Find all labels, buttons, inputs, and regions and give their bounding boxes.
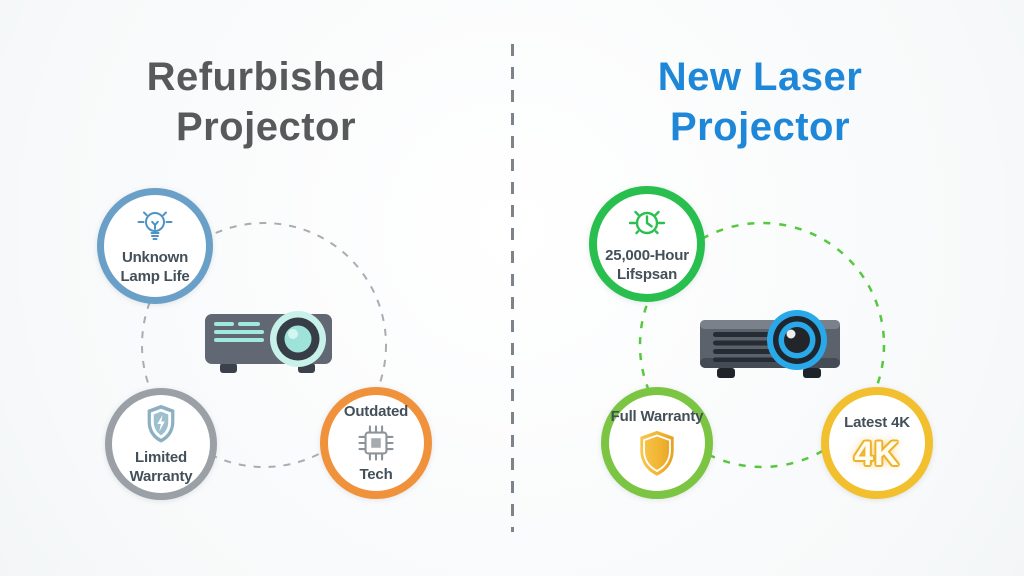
feature-label-line1: 25,000-Hour [605,247,689,264]
feature-circle-outdated-tech: Outdated Tech [320,387,432,499]
center-divider-dashed-line [511,44,514,532]
new-laser-projector-illustration [693,296,845,388]
4k-badge: 4K [854,434,900,473]
left-title-line1: Refurbished [146,55,386,99]
feature-circle-25000-hour-lifespan: 25,000-Hour Lifspsan [589,186,705,302]
shield-lightning-icon [141,403,181,445]
feature-label-line2: Lifspsan [616,266,678,283]
gold-shield-icon [633,429,681,479]
feature-circle-full-warranty: Full Warranty [601,387,713,499]
feature-label-line1: Unknown [121,249,189,266]
right-title-line2: Projector [669,105,851,149]
feature-circle-latest-4k: Latest 4K 4K [821,387,933,499]
left-dashed-connector [141,222,387,468]
clock-icon [625,204,669,244]
feature-label-line1: Full Warranty [610,408,704,425]
left-title-refurbished-projector: Refurbished Projector [10,52,522,152]
feature-label-line1: Outdated [343,403,409,420]
right-dashed-connector [638,221,886,469]
feature-circle-unknown-lamp-life: Unknown Lamp Life [97,188,213,304]
feature-label-line1: Latest 4K [844,413,910,431]
feature-label-line2: Warranty [129,467,193,485]
refurbished-projector-illustration [198,297,338,383]
feature-circle-limited-warranty: Limited Warranty [105,388,217,500]
feature-label-line2: Tech [359,466,393,483]
left-title-line2: Projector [175,105,357,149]
right-title-line1: New Laser [657,55,863,99]
right-title-new-laser-projector: New Laser Projector [512,52,1008,152]
chip-icon [356,423,396,463]
feature-label-line1: Limited [135,448,187,466]
lightbulb-icon [133,206,177,246]
feature-label-line2: Lamp Life [120,268,190,285]
